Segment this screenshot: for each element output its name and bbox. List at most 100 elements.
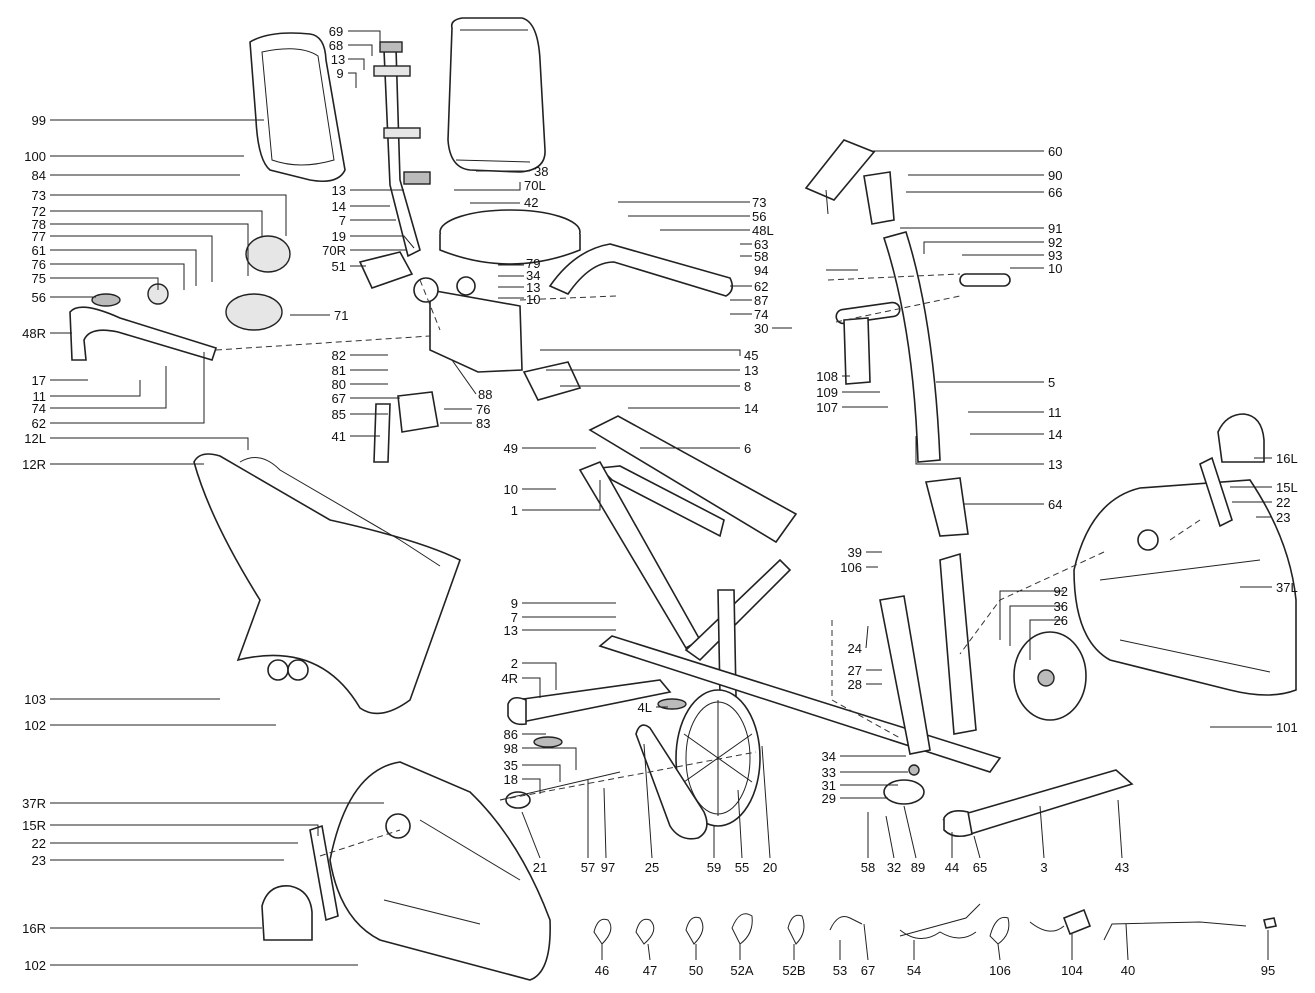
callout-4R: 4R: [501, 671, 518, 686]
part-drawings: [69, 17, 1297, 981]
callout-42: 42: [524, 195, 538, 210]
callout-90: 90: [1048, 168, 1062, 183]
callout-29: 29: [822, 791, 836, 806]
callout-48R: 48R: [22, 326, 46, 341]
bracket-51: [358, 251, 414, 289]
seat-slider-frame: [429, 289, 523, 373]
callout-85: 85: [332, 407, 346, 422]
callout-15L: 15L: [1276, 480, 1298, 495]
callout-67: 67: [861, 963, 875, 978]
pedal-16R: [261, 885, 313, 941]
callout-22: 22: [1276, 495, 1290, 510]
callout-65: 65: [973, 860, 987, 875]
callout-24: 24: [848, 641, 862, 656]
callout-106: 106: [989, 963, 1011, 978]
callout-71: 71: [334, 308, 348, 323]
callout-102: 102: [24, 718, 46, 733]
callout-100: 100: [24, 149, 46, 164]
callout-80: 80: [332, 377, 346, 392]
callout-98: 98: [504, 741, 518, 756]
callout-49: 49: [504, 441, 518, 456]
callout-34: 34: [526, 268, 540, 283]
callout-86: 86: [504, 727, 518, 742]
callout-1: 1: [511, 503, 518, 518]
callout-62: 62: [32, 416, 46, 431]
callout-95: 95: [1261, 963, 1275, 978]
callout-13: 13: [744, 363, 758, 378]
backrest-shell: [249, 32, 346, 183]
callout-10: 10: [526, 292, 540, 307]
callout-17: 17: [32, 373, 46, 388]
callout-28: 28: [848, 677, 862, 692]
callout-47: 47: [643, 963, 657, 978]
callout-40: 40: [1121, 963, 1135, 978]
callout-61: 61: [32, 243, 46, 258]
callout-26: 26: [1054, 613, 1068, 628]
callout-53: 53: [833, 963, 847, 978]
callout-2: 2: [511, 656, 518, 671]
main-frame-1: [598, 465, 725, 538]
callout-79: 79: [526, 256, 540, 271]
callout-91: 91: [1048, 221, 1062, 236]
callout-75: 75: [32, 271, 46, 286]
callout-92: 92: [1048, 235, 1062, 250]
callout-77: 77: [32, 229, 46, 244]
callout-11: 11: [1048, 405, 1062, 420]
console-60: [804, 139, 876, 201]
callout-81: 81: [332, 363, 346, 378]
callout-104: 104: [1061, 963, 1083, 978]
callout-51: 51: [332, 259, 346, 274]
callout-16L: 16L: [1276, 451, 1298, 466]
callout-34: 34: [822, 749, 836, 764]
callout-58: 58: [754, 249, 768, 264]
callout-25: 25: [645, 860, 659, 875]
callout-30: 30: [754, 321, 768, 336]
callout-31: 31: [822, 778, 836, 793]
callout-32: 32: [887, 860, 901, 875]
callout-52A: 52A: [730, 963, 753, 978]
callout-13: 13: [331, 52, 345, 67]
callout-13: 13: [526, 280, 540, 295]
callout-70L: 70L: [524, 178, 546, 193]
assembly-lines: [215, 273, 1201, 857]
callout-8: 8: [744, 379, 751, 394]
callout-10: 10: [1048, 261, 1062, 276]
callout-62: 62: [754, 279, 768, 294]
callout-68: 68: [329, 38, 343, 53]
callout-92: 92: [1054, 584, 1068, 599]
callout-107: 107: [816, 400, 838, 415]
callout-103: 103: [24, 692, 46, 707]
callout-44: 44: [945, 860, 959, 875]
callout-73: 73: [32, 188, 46, 203]
callout-11: 11: [33, 389, 47, 404]
callout-67: 67: [332, 391, 346, 406]
callout-89: 89: [911, 860, 925, 875]
leader-lines: [50, 30, 1272, 966]
callout-60: 60: [1048, 144, 1062, 159]
callout-14: 14: [744, 401, 758, 416]
callout-48L: 48L: [752, 223, 774, 238]
callout-108: 108: [816, 369, 838, 384]
shroud-12R: [193, 453, 461, 715]
callout-45: 45: [744, 348, 758, 363]
callout-23: 23: [1276, 510, 1290, 525]
callout-97: 97: [601, 860, 615, 875]
callout-3: 3: [1040, 860, 1047, 875]
callout-38: 38: [534, 164, 548, 179]
left-handlebar-48R: [69, 306, 218, 361]
callout-14: 14: [1048, 427, 1062, 442]
callout-19: 19: [332, 229, 346, 244]
callout-57: 57: [581, 860, 595, 875]
callout-50: 50: [689, 963, 703, 978]
callout-82: 82: [332, 348, 346, 363]
callout-102: 102: [24, 958, 46, 973]
callout-37R: 37R: [22, 796, 46, 811]
callout-54: 54: [907, 963, 921, 978]
callout-33: 33: [822, 765, 836, 780]
callout-46: 46: [595, 963, 609, 978]
belt-25: [635, 724, 708, 840]
callout-6: 6: [744, 441, 751, 456]
callout-21: 21: [533, 860, 547, 875]
callout-43: 43: [1115, 860, 1129, 875]
